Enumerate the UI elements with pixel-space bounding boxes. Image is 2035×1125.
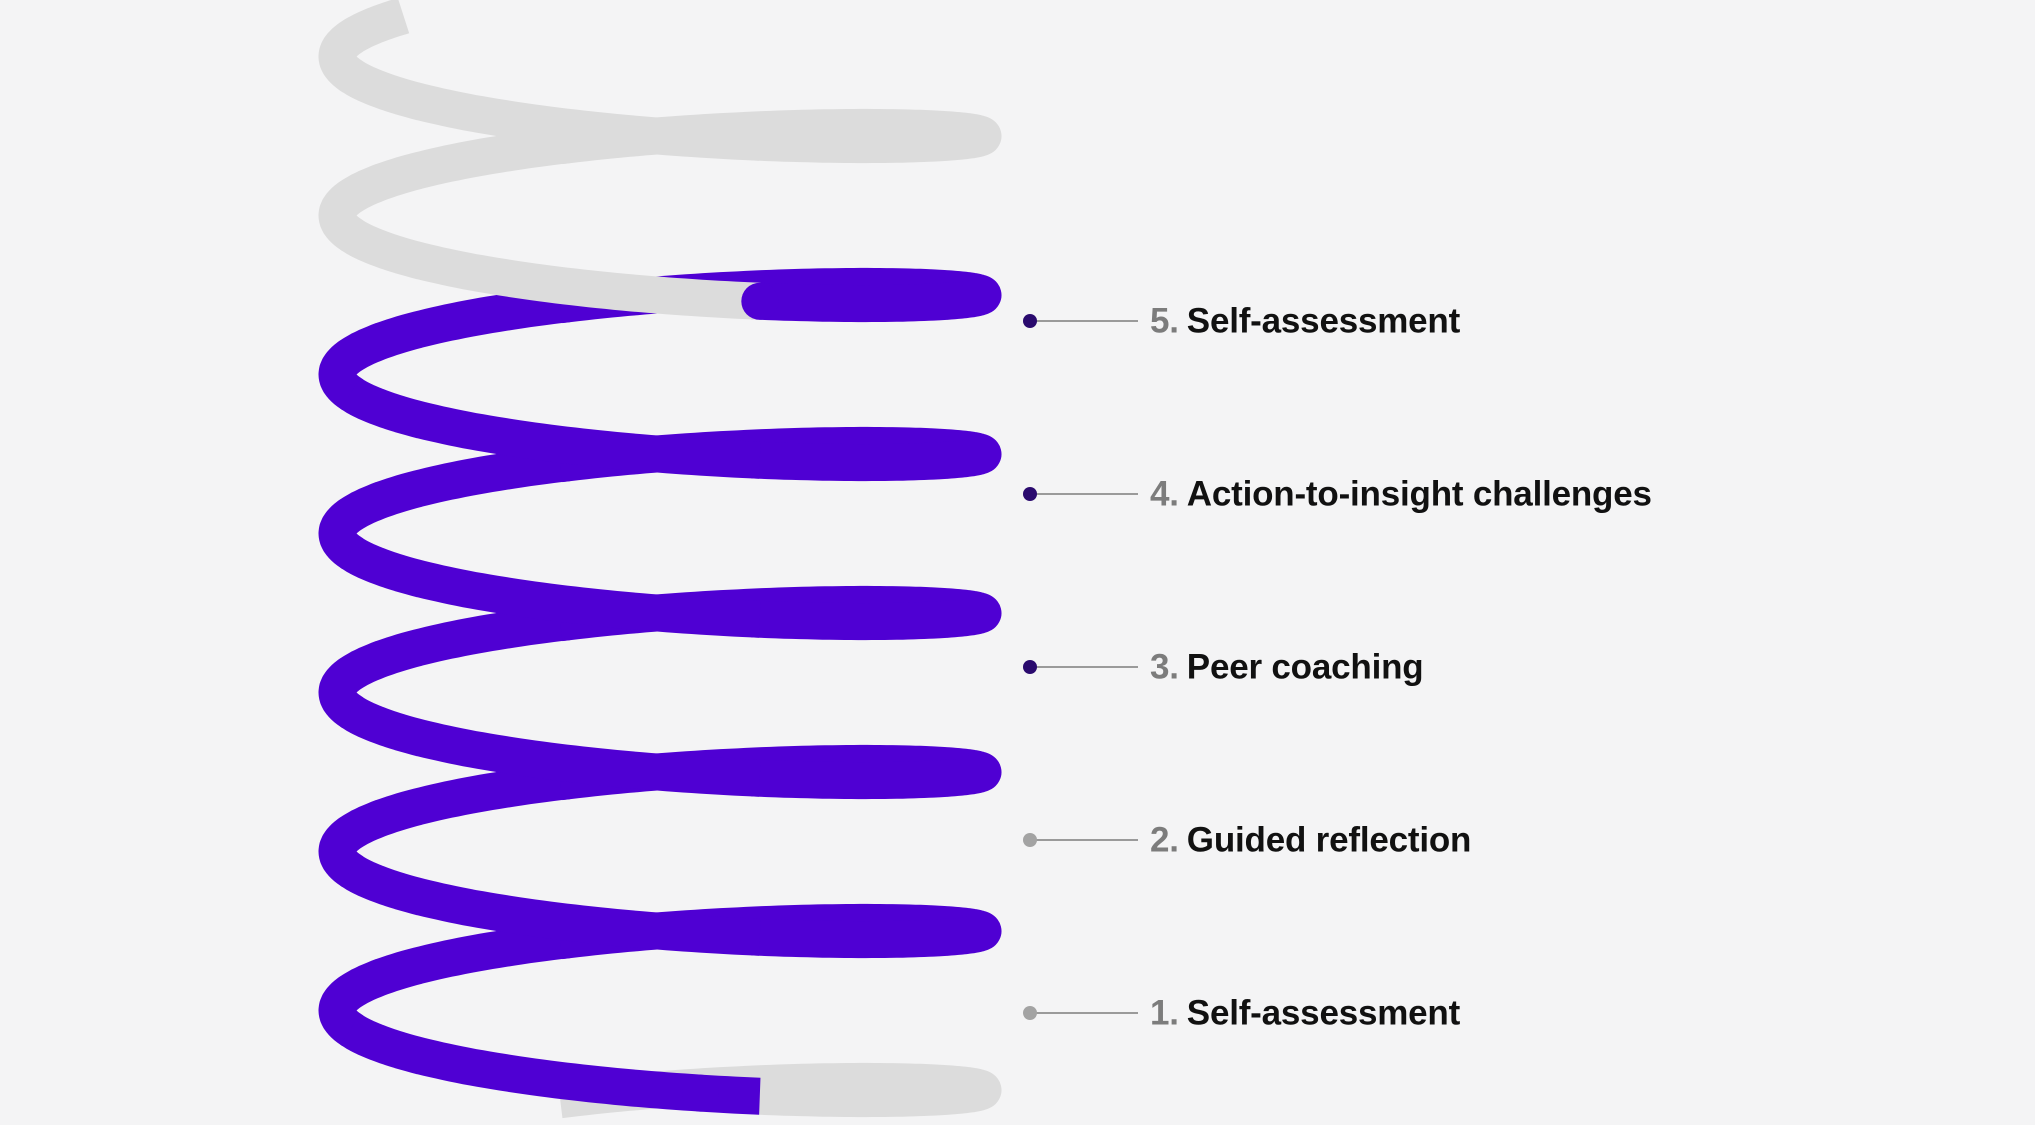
- spring-segment-active: [334, 1012, 771, 1115]
- label-connectors: [1023, 314, 1138, 1020]
- spring-segment-active: [741, 908, 1002, 959]
- spring-segment-active: [318, 285, 579, 412]
- step-number: 2.: [1150, 820, 1179, 860]
- spring-segment-active: [741, 431, 1002, 482]
- spring-front-segments: [334, 58, 1002, 1118]
- spring-segment-inactive: [334, 58, 771, 161]
- step-label-4: 4.Action-to-insight challenges: [1150, 477, 1652, 512]
- step-number: 4.: [1150, 474, 1179, 514]
- spring-segment-inactive: [741, 113, 1002, 164]
- step-label-2: 2.Guided reflection: [1150, 823, 1471, 858]
- step-text: Action-to-insight challenges: [1186, 474, 1652, 514]
- spring-segment-active: [741, 590, 1002, 641]
- spring-start-cap: [681, 1074, 719, 1112]
- step-number: 5.: [1150, 301, 1179, 341]
- spring-segment-active: [318, 762, 579, 889]
- spring-segment-active: [334, 535, 771, 638]
- spring-segment-active: [741, 749, 1002, 800]
- spring-segment-inactive: [741, 1067, 1002, 1118]
- spring-segment-inactive: [318, 126, 579, 253]
- spring-segment-inactive: [318, 0, 419, 95]
- spring-segment-active: [318, 444, 579, 571]
- step-label-1: 1.Self-assessment: [1150, 996, 1460, 1031]
- step-marker-3: [1023, 660, 1037, 674]
- step-label-3: 3.Peer coaching: [1150, 647, 1424, 687]
- spring-segment-active: [334, 694, 771, 797]
- step-text: Self-assessment: [1186, 301, 1461, 341]
- step-marker-2: [1023, 833, 1037, 847]
- step-label-5: 5.Self-assessment: [1150, 304, 1460, 339]
- step-text: Guided reflection: [1186, 820, 1472, 860]
- step-text: Peer coaching: [1186, 647, 1424, 687]
- step-marker-1: [1023, 1006, 1037, 1020]
- spring-segment-active: [318, 921, 579, 1048]
- step-marker-4: [1023, 487, 1037, 501]
- spring-segment-active: [318, 603, 579, 730]
- spring-end-cap: [741, 282, 779, 320]
- spring-segment-active: [334, 853, 771, 956]
- step-marker-5: [1023, 314, 1037, 328]
- step-number: 3.: [1150, 647, 1179, 687]
- step-number: 1.: [1150, 993, 1179, 1033]
- spring-segment-active: [741, 272, 1002, 323]
- spring-segment-inactive: [334, 217, 771, 320]
- step-text: Self-assessment: [1186, 993, 1461, 1033]
- spring-segment-active: [334, 376, 771, 479]
